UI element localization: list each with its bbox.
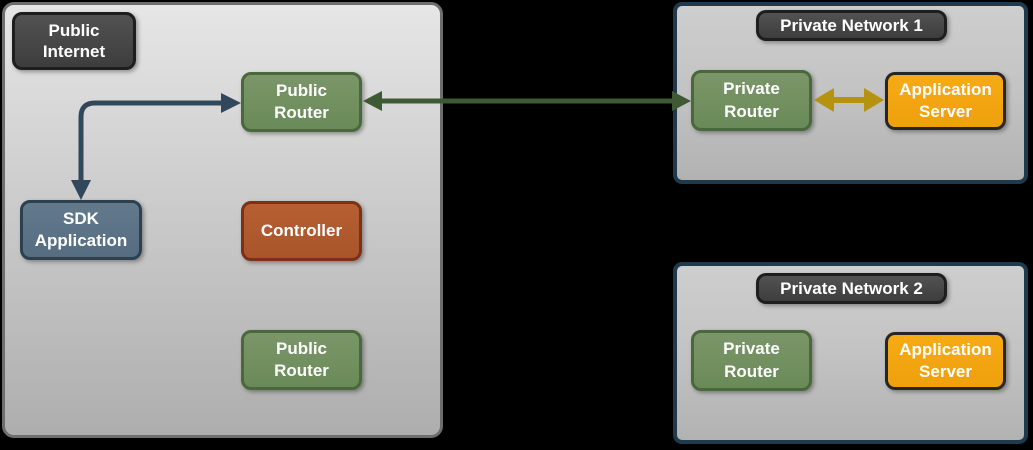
private-network-2-title: Private Network 2 xyxy=(756,273,947,304)
private-network-1-title: Private Network 1 xyxy=(756,10,947,41)
node-application-server-2: Application Server xyxy=(885,332,1006,390)
node-application-server-1: Application Server xyxy=(885,72,1006,130)
private-network-1-title-text: Private Network 1 xyxy=(780,15,923,35)
node-controller-label: Controller xyxy=(260,220,343,240)
node-sdk-application: SDK Application xyxy=(20,200,142,260)
node-public-router-bottom-label: Public Router xyxy=(274,338,329,380)
node-sdk-application-label: SDK Application xyxy=(34,208,128,250)
node-application-server-1-label: Application Server xyxy=(899,79,992,121)
node-controller: Controller xyxy=(241,201,362,261)
node-private-router-1: Private Router xyxy=(691,70,812,131)
node-public-router-top-label: Public Router xyxy=(274,80,329,122)
node-public-router-top: Public Router xyxy=(241,72,362,132)
node-private-router-2: Private Router xyxy=(691,330,812,391)
private-network-2-zone: Private Network 2 Private Router Applica… xyxy=(673,262,1028,444)
public-internet-label-text: Public Internet xyxy=(42,20,106,61)
private-network-1-zone: Private Network 1 Private Router Applica… xyxy=(673,2,1028,184)
public-internet-zone: Public Internet Public Router SDK Applic… xyxy=(2,2,443,438)
node-public-router-bottom: Public Router xyxy=(241,330,362,390)
node-application-server-2-label: Application Server xyxy=(899,339,992,381)
public-internet-label: Public Internet xyxy=(12,12,136,70)
node-private-router-2-label: Private Router xyxy=(723,339,780,381)
node-private-router-1-label: Private Router xyxy=(723,79,780,121)
private-network-2-title-text: Private Network 2 xyxy=(780,278,923,298)
